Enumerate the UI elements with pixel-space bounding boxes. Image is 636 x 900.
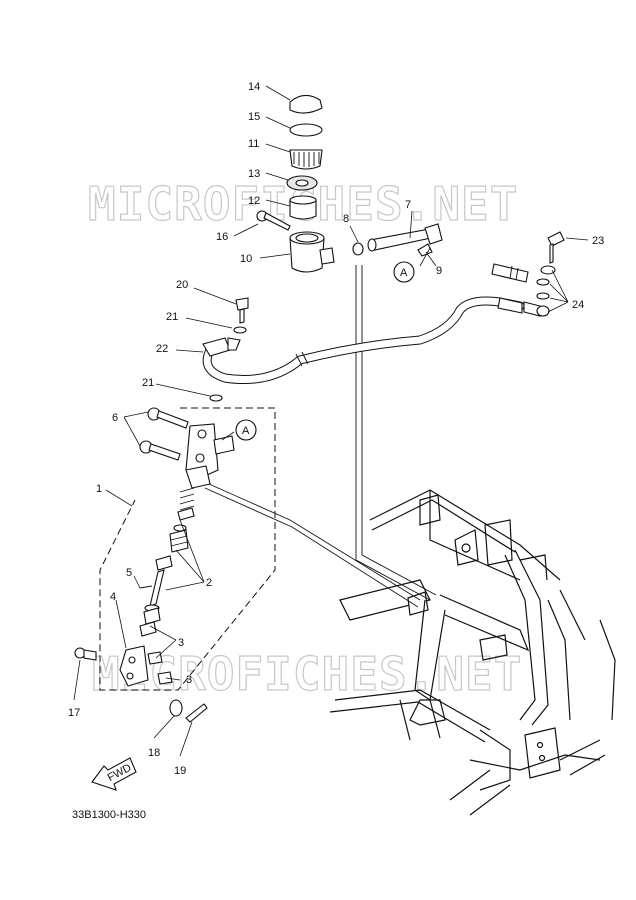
diagram-code: 33B1300-H330	[72, 809, 146, 821]
small-clip	[417, 243, 433, 257]
callout-2: 2	[206, 577, 212, 589]
reservoir-tank	[289, 231, 335, 273]
callout-3-upper: 3	[178, 637, 184, 649]
cotter-pin	[139, 585, 153, 589]
callout-14: 14	[248, 81, 260, 93]
hose-end-upper	[491, 263, 556, 300]
diaphragm-plate	[289, 123, 323, 137]
washer-21a	[233, 326, 247, 334]
callout-20: 20	[176, 279, 188, 291]
washer-21b	[209, 394, 223, 402]
callout-5: 5	[126, 567, 132, 579]
reservoir-hose-fitting	[367, 223, 443, 252]
brake-hose	[203, 297, 524, 384]
ref-marker-a-bottom-label: A	[242, 425, 250, 437]
callout-12: 12	[248, 195, 260, 207]
master-cylinder-group-outline	[99, 407, 276, 691]
callout-6: 6	[112, 412, 118, 424]
hose-end-left	[202, 337, 241, 357]
master-cylinder-body	[185, 423, 235, 489]
hose-end-right	[523, 301, 550, 317]
nut-lower	[157, 671, 173, 685]
reservoir-holder	[289, 195, 317, 220]
callout-22: 22	[156, 343, 168, 355]
callout-7: 7	[405, 199, 411, 211]
callout-21-upper: 21	[166, 311, 178, 323]
callout-1: 1	[96, 483, 102, 495]
mounting-bolt-upper	[147, 407, 189, 429]
pin-bolt-17	[74, 647, 97, 661]
piston-spring	[169, 487, 195, 553]
ref-marker-a-top	[393, 261, 415, 283]
callout-24: 24	[572, 299, 584, 311]
reservoir-float	[286, 175, 318, 191]
diaphragm	[289, 149, 323, 170]
reservoir-bolt	[256, 210, 291, 231]
washer-18	[169, 699, 183, 717]
callout-23: 23	[592, 235, 604, 247]
cotter-pin-19	[185, 703, 208, 723]
callout-13: 13	[248, 168, 260, 180]
ref-marker-a-top-label: A	[400, 267, 408, 279]
push-rod	[139, 555, 173, 637]
ref-marker-a-bottom	[235, 419, 257, 441]
union-bolt-23	[547, 231, 565, 264]
callout-9: 9	[436, 265, 442, 277]
nut-upper	[147, 651, 163, 665]
reservoir-cap	[289, 94, 323, 114]
mounting-bolt-lower	[139, 440, 181, 461]
brake-line	[199, 479, 421, 601]
callout-4: 4	[110, 591, 116, 603]
reservoir-hose	[355, 265, 431, 601]
callout-21-lower: 21	[142, 377, 154, 389]
fwd-arrow-icon: FWD	[91, 757, 137, 791]
callout-3-lower: 3	[186, 674, 192, 686]
callout-10: 10	[240, 253, 252, 265]
callout-15: 15	[248, 111, 260, 123]
callout-19: 19	[174, 765, 186, 777]
clevis	[119, 645, 149, 687]
callout-11: 11	[248, 138, 259, 150]
callout-17: 17	[68, 707, 80, 719]
callout-16: 16	[216, 231, 228, 243]
union-bolt-20	[235, 297, 249, 324]
callout-8: 8	[343, 213, 349, 225]
hose-clip	[352, 242, 364, 256]
callout-18: 18	[148, 747, 160, 759]
